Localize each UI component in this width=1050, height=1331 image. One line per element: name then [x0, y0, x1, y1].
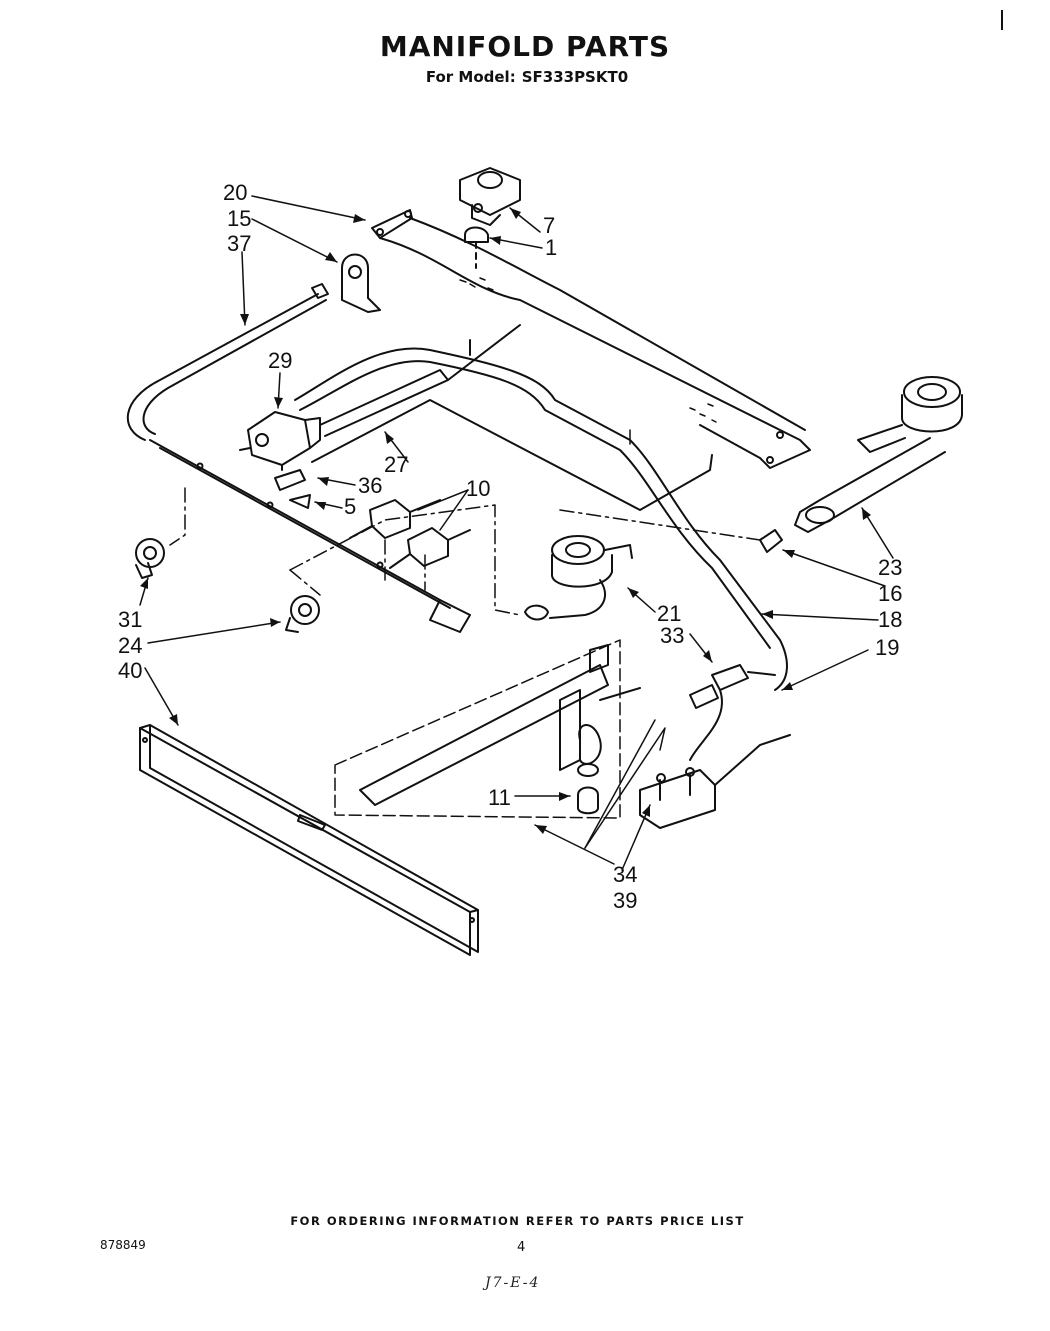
callout-40: 40 [118, 658, 142, 683]
callout-15: 15 [227, 206, 251, 231]
gas-tube-37 [126, 283, 329, 441]
top-valve-assembly [459, 167, 521, 269]
callout-20: 20 [223, 180, 247, 205]
page-number: 4 [517, 1240, 526, 1255]
model-number: SF333PSKT0 [521, 68, 629, 86]
front-panel-40 [139, 724, 479, 956]
module-34 [639, 734, 791, 829]
burner-21 [524, 535, 633, 621]
model-subtitle: For Model: SF333PSKT0 [0, 68, 1050, 86]
broil-burner-39 [334, 639, 641, 819]
model-label: For Model: [425, 68, 516, 86]
callout-7: 7 [543, 213, 555, 238]
callout-18: 18 [878, 607, 902, 632]
knob-31 [135, 538, 165, 579]
orifice-16 [759, 529, 783, 553]
callout-19: 19 [875, 635, 899, 660]
callout-27: 27 [384, 452, 408, 477]
document-number: 878849 [100, 1238, 146, 1252]
callout-24: 24 [118, 633, 142, 658]
switch-24 [285, 595, 320, 633]
parts-36-5 [274, 469, 311, 509]
callout-labels: 20 15 37 7 1 29 27 36 5 10 31 24 40 23 1… [118, 180, 902, 913]
thermostat-29 [239, 324, 521, 471]
bracket-15 [341, 253, 381, 313]
callout-23: 23 [878, 555, 902, 580]
callout-21: 21 [657, 601, 681, 626]
page-title: MANIFOLD PARTS [379, 30, 671, 63]
leader-arrows [139, 195, 894, 871]
ordering-note: FOR ORDERING INFORMATION REFER TO PARTS … [290, 1214, 745, 1228]
gas-tube-18 [294, 347, 788, 691]
callout-1: 1 [545, 235, 557, 260]
callout-10: 10 [466, 476, 490, 501]
callout-36: 36 [358, 473, 382, 498]
capillary-27 [311, 339, 713, 511]
burner-23 [794, 376, 963, 533]
arrowheads [140, 208, 871, 834]
callout-29: 29 [268, 348, 292, 373]
callout-34: 34 [613, 862, 637, 887]
callout-16: 16 [878, 581, 902, 606]
handwritten-code: J7-E-4 [485, 1275, 541, 1291]
callout-31: 31 [118, 607, 142, 632]
callout-5: 5 [344, 494, 356, 519]
callout-33: 33 [660, 623, 684, 648]
page-edge-mark [1001, 10, 1003, 30]
dashdot-lines [169, 429, 761, 616]
callout-39: 39 [613, 888, 637, 913]
callout-11: 11 [488, 785, 511, 810]
manifold-rail [371, 209, 811, 469]
manifold-pipe [149, 439, 471, 633]
callout-37: 37 [227, 231, 251, 256]
igniter-33 [689, 664, 776, 761]
